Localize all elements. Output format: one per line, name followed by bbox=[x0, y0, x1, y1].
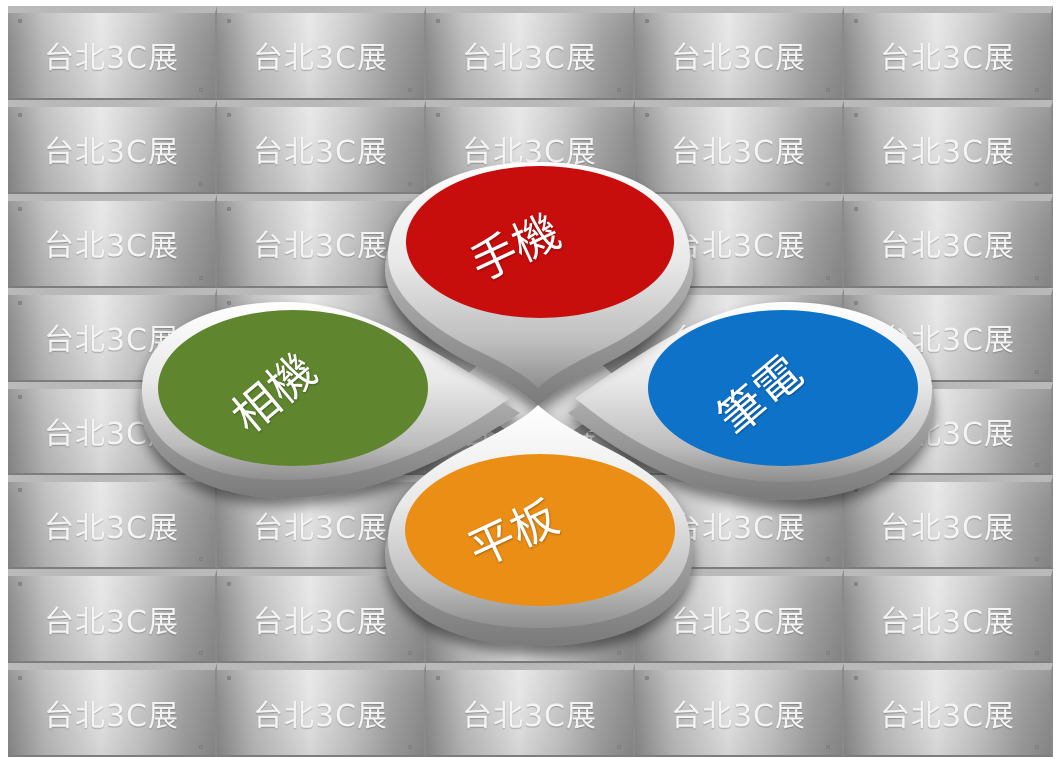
petal-laptop[interactable] bbox=[568, 302, 935, 500]
background-tile: 台北3C展 bbox=[8, 193, 217, 288]
background-tile: 台北3C展 bbox=[844, 6, 1053, 100]
background-tile: 台北3C展 bbox=[8, 663, 217, 757]
background-tile: 台北3C展 bbox=[844, 193, 1053, 288]
background-tile: 台北3C展 bbox=[8, 6, 217, 100]
background-tile: 台北3C展 bbox=[635, 99, 844, 194]
background-tile-label: 台北3C展 bbox=[461, 41, 598, 77]
background-tile: 台北3C展 bbox=[217, 99, 426, 194]
background-tile-label: 台北3C展 bbox=[43, 604, 180, 640]
petal-tablet-disc bbox=[405, 454, 675, 606]
petal-camera[interactable] bbox=[140, 302, 520, 498]
background-tile-label: 台北3C展 bbox=[879, 510, 1016, 546]
background-tile-label: 台北3C展 bbox=[43, 229, 180, 265]
background-tile: 台北3C展 bbox=[8, 569, 217, 664]
background-tile-label: 台北3C展 bbox=[43, 510, 180, 546]
background-tile: 台北3C展 bbox=[217, 6, 426, 100]
background-tile-label: 台北3C展 bbox=[252, 510, 389, 546]
background-tile: 台北3C展 bbox=[635, 6, 844, 100]
background-tile-label: 台北3C展 bbox=[879, 604, 1016, 640]
background-tile-label: 台北3C展 bbox=[252, 229, 389, 265]
background-tile-label: 台北3C展 bbox=[670, 604, 807, 640]
background-tile: 台北3C展 bbox=[8, 99, 217, 194]
background-tile-label: 台北3C展 bbox=[461, 698, 598, 734]
background-tile-label: 台北3C展 bbox=[670, 510, 807, 546]
background-tile-label: 台北3C展 bbox=[670, 41, 807, 77]
background-tile-label: 台北3C展 bbox=[252, 41, 389, 77]
background-tile-label: 台北3C展 bbox=[43, 41, 180, 77]
background-tile-label: 台北3C展 bbox=[43, 135, 180, 171]
background-tile-label: 台北3C展 bbox=[43, 698, 180, 734]
background-tile: 台北3C展 bbox=[635, 663, 844, 757]
background-tile: 台北3C展 bbox=[426, 6, 635, 100]
petal-laptop-disc bbox=[648, 310, 918, 466]
background-tile-label: 台北3C展 bbox=[879, 41, 1016, 77]
petal-phone-disc bbox=[406, 166, 674, 318]
background-tile: 台北3C展 bbox=[844, 569, 1053, 664]
petal-camera-disc bbox=[158, 310, 428, 466]
background-tile: 台北3C展 bbox=[8, 287, 217, 382]
background-tile-label: 台北3C展 bbox=[252, 135, 389, 171]
background-tile: 台北3C展 bbox=[844, 475, 1053, 570]
background-tile: 台北3C展 bbox=[844, 663, 1053, 757]
background-tile-label: 台北3C展 bbox=[670, 698, 807, 734]
petal-phone[interactable] bbox=[385, 162, 693, 406]
background-tile-label: 台北3C展 bbox=[252, 698, 389, 734]
background-tile-label: 台北3C展 bbox=[879, 135, 1016, 171]
background-tile-label: 台北3C展 bbox=[670, 135, 807, 171]
petal-tablet[interactable] bbox=[385, 405, 693, 646]
background-tile: 台北3C展 bbox=[426, 663, 635, 757]
background-tile-label: 台北3C展 bbox=[879, 698, 1016, 734]
background-tile-label: 台北3C展 bbox=[670, 229, 807, 265]
background-tile-label: 台北3C展 bbox=[879, 229, 1016, 265]
background-tile: 台北3C展 bbox=[217, 663, 426, 757]
background-tile: 台北3C展 bbox=[844, 99, 1053, 194]
background-tile: 台北3C展 bbox=[217, 569, 426, 664]
background-tile-label: 台北3C展 bbox=[252, 604, 389, 640]
background-tile: 台北3C展 bbox=[8, 475, 217, 570]
